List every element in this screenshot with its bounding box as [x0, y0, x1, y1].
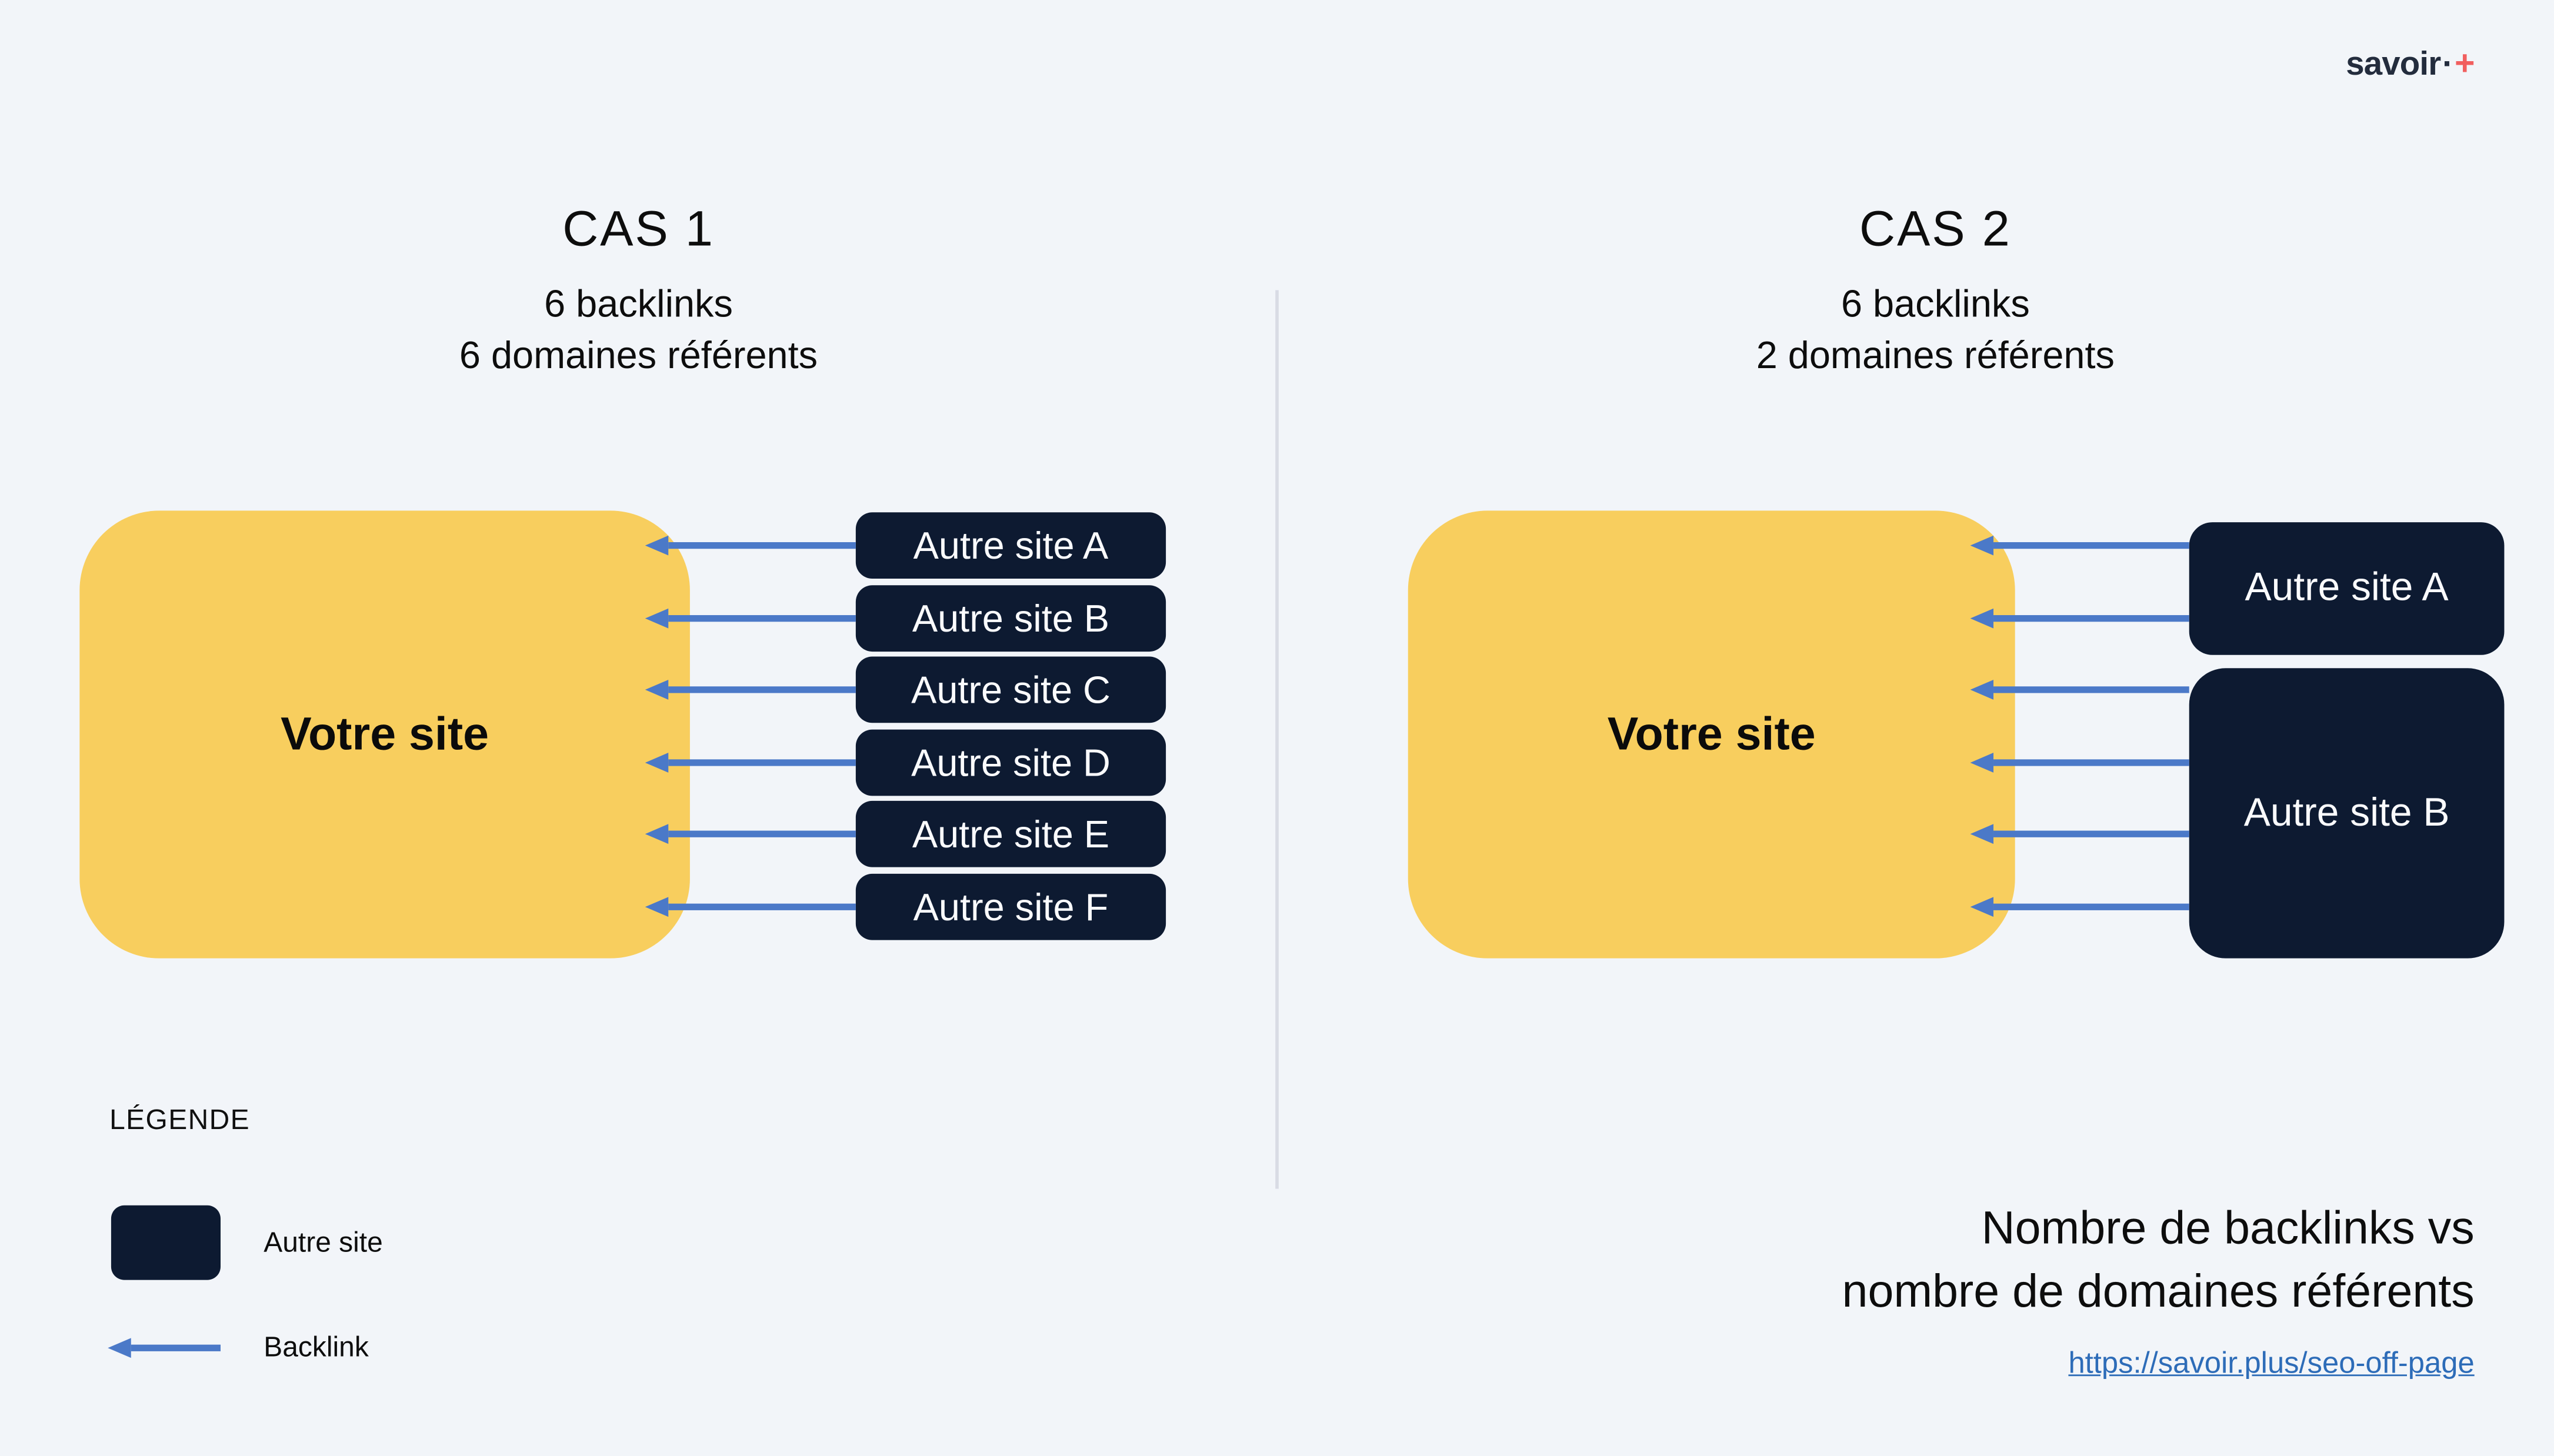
arrowhead-icon — [645, 753, 669, 773]
caption-line-2: nombre de domaines référents — [1842, 1265, 2475, 1317]
logo-brand-text: savoir — [2346, 46, 2441, 83]
backlink-arrow — [1970, 608, 2189, 629]
cas2-header: CAS 2 6 backlinks 2 domaines référents — [1322, 199, 2549, 381]
cas2-domains-count: 2 domaines référents — [1756, 333, 2115, 377]
caption-block: Nombre de backlinks vs nombre de domaine… — [1842, 1197, 2475, 1383]
arrowhead-icon — [1970, 824, 1994, 844]
arrowhead-icon — [645, 897, 669, 917]
cas2-other-site-b: Autre site B — [2189, 668, 2505, 959]
cas2-title: CAS 2 — [1859, 202, 2012, 258]
cas2-subtitle: 6 backlinks 2 domaines référents — [1322, 279, 2549, 382]
cas1-backlinks-count: 6 backlinks — [544, 282, 733, 325]
arrowhead-icon — [1970, 535, 1994, 556]
legend-backlink-arrow — [108, 1338, 221, 1358]
arrow-shaft — [131, 1345, 221, 1351]
savoir-logo: savoir·+ — [2346, 45, 2475, 85]
cas1-other-site-e-label: Autre site E — [912, 812, 1110, 855]
vertical-divider — [1275, 290, 1279, 1189]
logo-plus-icon: + — [2454, 45, 2475, 83]
cas2-other-site-b-label: Autre site B — [2243, 790, 2450, 835]
arrowhead-icon — [108, 1338, 131, 1358]
arrow-shaft — [1993, 686, 2189, 693]
legend-backlink-label: Backlink — [264, 1331, 369, 1363]
cas1-header: CAS 1 6 backlinks 6 domaines référents — [0, 199, 1277, 381]
backlink-arrow — [645, 753, 856, 773]
arrowhead-icon — [1970, 679, 1994, 700]
cas1-subtitle: 6 backlinks 6 domaines référents — [0, 279, 1277, 382]
cas1-other-site-b-label: Autre site B — [912, 596, 1110, 639]
legend-other-site-label: Autre site — [264, 1227, 383, 1259]
arrowhead-icon — [645, 679, 669, 700]
arrow-shaft — [1993, 615, 2189, 622]
arrow-shaft — [668, 760, 856, 766]
arrowhead-icon — [645, 535, 669, 556]
cas2-other-site-a-label: Autre site A — [2245, 565, 2449, 610]
seo-off-page-link[interactable]: https://savoir.plus/seo-off-page — [2068, 1346, 2475, 1380]
cas1-other-site-a: Autre site A — [855, 512, 1166, 579]
backlink-arrow — [645, 608, 856, 629]
cas1-other-site-a-label: Autre site A — [913, 523, 1109, 566]
arrowhead-icon — [1970, 897, 1994, 917]
arrow-shaft — [1993, 831, 2189, 837]
legend-heading: LÉGENDE — [109, 1104, 251, 1136]
legend-other-site-swatch — [111, 1205, 221, 1280]
arrowhead-icon — [1970, 608, 1994, 629]
cas1-other-site-f: Autre site F — [855, 873, 1166, 940]
cas1-other-site-b: Autre site B — [855, 585, 1166, 652]
cas1-domains-count: 6 domaines référents — [459, 333, 818, 377]
backlink-arrow — [645, 824, 856, 844]
cas2-backlinks-count: 6 backlinks — [1841, 282, 2030, 325]
cas2-your-site-box: Votre site — [1408, 510, 2015, 959]
caption-link-row: https://savoir.plus/seo-off-page — [1842, 1343, 2475, 1383]
cas1-other-site-d-label: Autre site D — [911, 740, 1111, 784]
cas2-other-site-a: Autre site A — [2189, 522, 2505, 655]
backlink-arrow — [1970, 753, 2189, 773]
cas1-title: CAS 1 — [562, 202, 715, 258]
backlink-arrow — [1970, 824, 2189, 844]
arrow-shaft — [668, 831, 856, 837]
cas1-your-site-box: Votre site — [79, 510, 690, 959]
arrow-shaft — [668, 686, 856, 693]
arrow-shaft — [668, 615, 856, 622]
arrow-shaft — [1993, 904, 2189, 910]
arrow-shaft — [668, 542, 856, 549]
cas1-other-site-f-label: Autre site F — [913, 884, 1109, 928]
cas1-your-site-label: Votre site — [281, 707, 489, 760]
arrow-shaft — [1993, 760, 2189, 766]
arrowhead-icon — [1970, 753, 1994, 773]
backlink-arrow — [645, 535, 856, 556]
backlink-arrow — [1970, 535, 2189, 556]
backlink-arrow — [1970, 679, 2189, 700]
arrowhead-icon — [645, 608, 669, 629]
arrowhead-icon — [645, 824, 669, 844]
cas1-other-site-e: Autre site E — [855, 800, 1166, 867]
backlink-arrow — [645, 897, 856, 917]
cas1-other-site-d: Autre site D — [855, 729, 1166, 796]
arrow-shaft — [668, 904, 856, 910]
backlink-arrow — [1970, 897, 2189, 917]
caption-line-1: Nombre de backlinks vs — [1981, 1202, 2475, 1254]
cas1-other-site-c: Autre site C — [855, 656, 1166, 723]
logo-dot: · — [2442, 46, 2453, 83]
arrow-shaft — [1993, 542, 2189, 549]
backlink-arrow — [645, 679, 856, 700]
cas2-your-site-label: Votre site — [1607, 707, 1816, 760]
cas1-other-site-c-label: Autre site C — [911, 667, 1111, 711]
